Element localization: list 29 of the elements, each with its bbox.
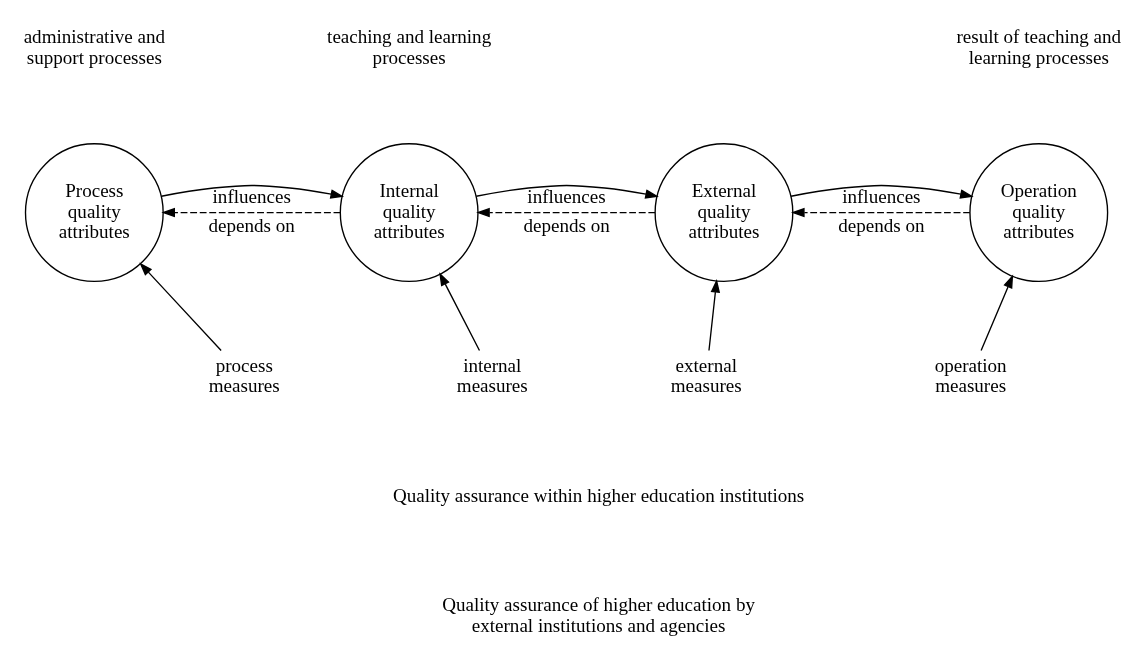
arrow — [161, 207, 341, 217]
arrow — [708, 278, 721, 351]
edge-label: depends on — [523, 214, 610, 236]
node-label: administrative and support processes — [23, 25, 165, 68]
edge-label: depends on — [208, 214, 295, 236]
node-circle: Process quality attributes — [24, 142, 164, 282]
edge-label: influences — [527, 185, 606, 207]
node-circle: External quality attributes — [654, 142, 794, 282]
node-label: result of teaching and learning processes — [956, 25, 1122, 68]
label: Quality assurance of higher education by external institutions and agencies — [442, 593, 755, 636]
edge-label: influences — [842, 185, 921, 207]
node-label: teaching and learning processes — [327, 25, 492, 68]
arrow — [791, 207, 971, 217]
node-text: operation measures — [934, 354, 1007, 396]
arrow — [439, 271, 481, 351]
arrow — [139, 261, 222, 351]
arrow — [790, 184, 974, 199]
edge-label: depends on — [838, 214, 925, 236]
edge-label: influences — [212, 185, 291, 207]
node-text: internal measures — [456, 354, 528, 396]
arrow — [980, 274, 1014, 351]
arrow — [160, 184, 345, 199]
node-circle: Internal quality attributes — [339, 142, 479, 282]
arrow — [476, 207, 656, 217]
node-circle: Operation quality attributes — [969, 142, 1109, 282]
arrow — [475, 184, 659, 199]
node-text: external measures — [670, 354, 742, 396]
node-text: process measures — [208, 354, 280, 396]
label: Quality assurance within higher education institutions — [392, 484, 805, 506]
